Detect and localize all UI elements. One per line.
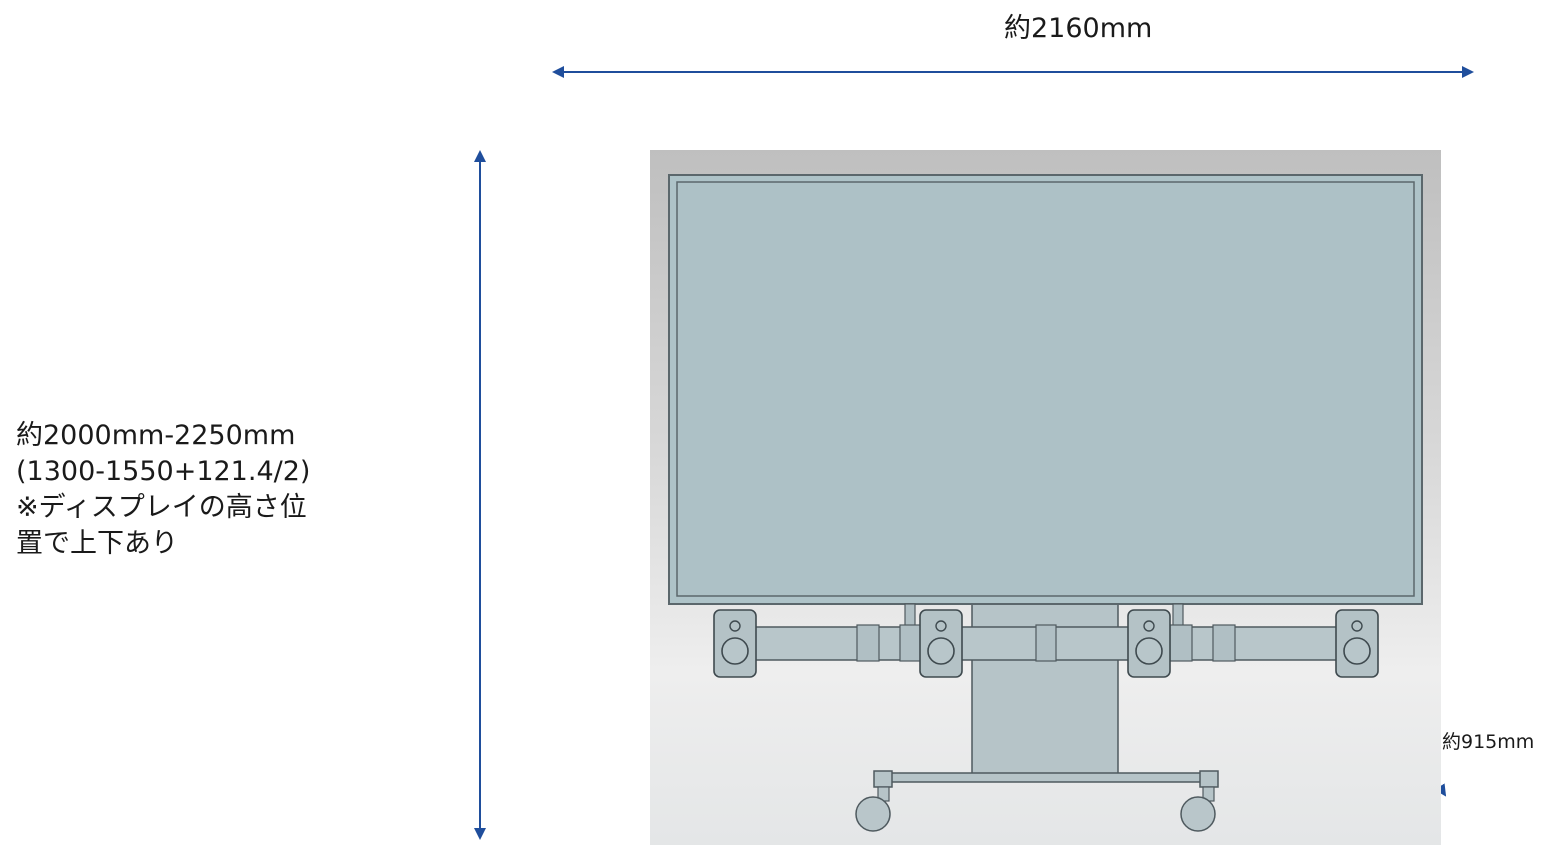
height-dimension-label: 約2000mm-2250mm (1300-1550+121.4/2) ※ディスプ… — [16, 418, 396, 562]
height-dimension-line-1: 約2000mm-2250mm — [16, 420, 296, 451]
display — [668, 174, 1423, 605]
height-dimension-line-3: ※ディスプレイの高さ位 — [16, 492, 307, 523]
display-screen — [676, 181, 1415, 597]
speaker-4 — [1335, 609, 1379, 678]
width-dimension-label: 約2160mm — [1004, 13, 1153, 44]
speaker-1 — [713, 609, 757, 678]
caster-right — [1180, 796, 1216, 832]
height-dimension-line-2: (1300-1550+121.4/2) — [16, 456, 311, 487]
speaker-2 — [919, 609, 963, 678]
speaker-3 — [1127, 609, 1171, 678]
product-render — [650, 150, 1441, 845]
stand-base — [873, 770, 1219, 802]
caster-left — [855, 796, 891, 832]
depth-dimension-label: 約915mm — [1442, 731, 1535, 753]
bar-clamps — [856, 624, 1236, 662]
height-dimension-line-4: 置で上下あり — [16, 528, 178, 559]
